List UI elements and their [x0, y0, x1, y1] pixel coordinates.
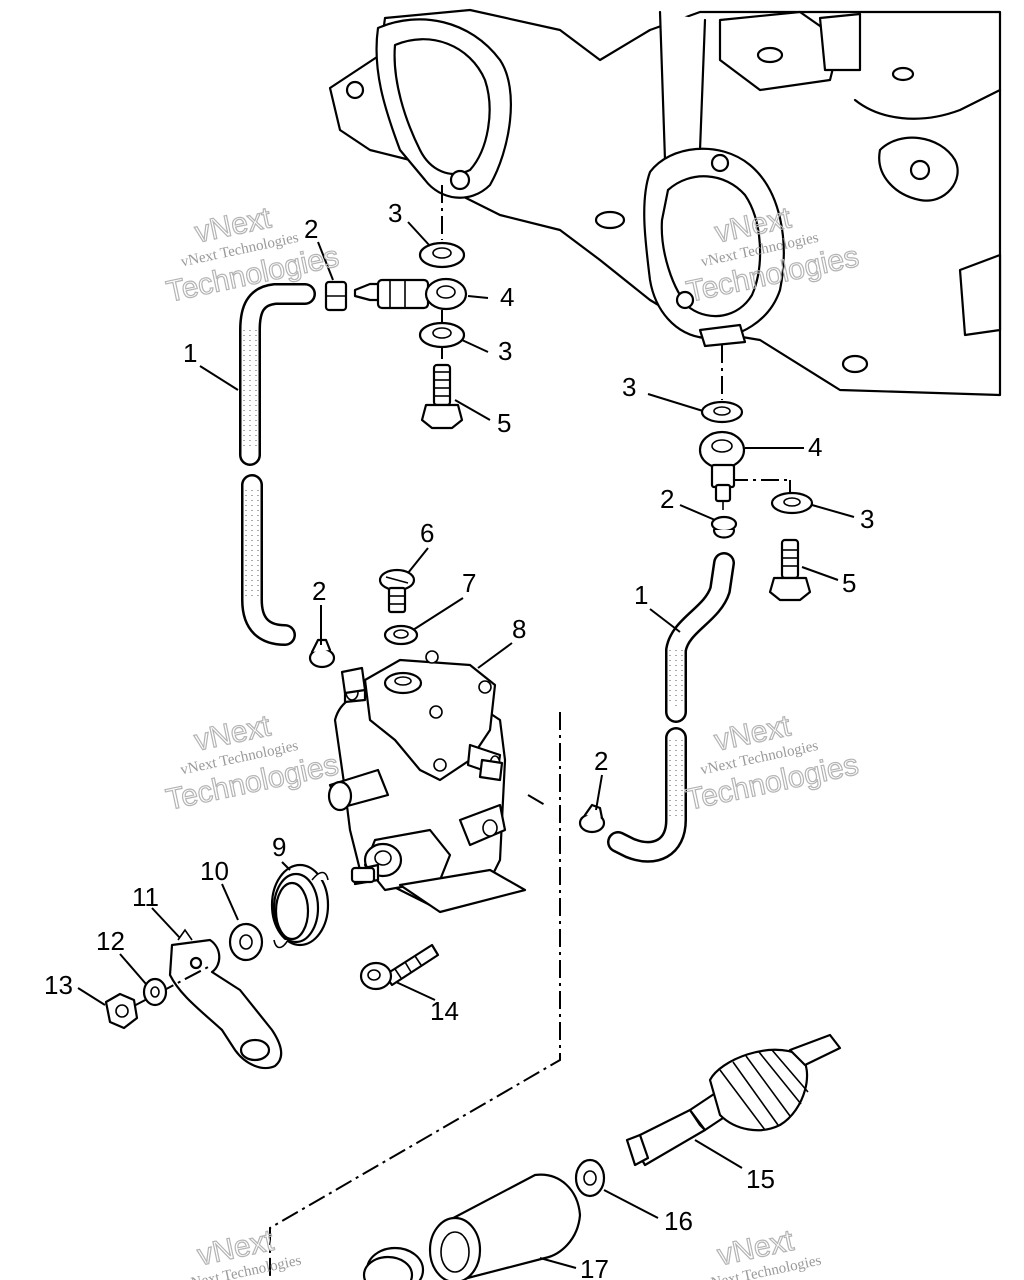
callout-6: 6 [420, 518, 434, 548]
callout-17: 17 [580, 1254, 609, 1280]
return-spring [270, 863, 330, 949]
hose-clamp-pump-right [578, 803, 606, 834]
banjo-fitting-left [353, 277, 468, 311]
callout-4-right: 4 [808, 432, 822, 462]
callout-labels: 1 2 3 4 3 5 3 4 2 3 5 6 7 8 2 1 2 9 10 1… [44, 198, 874, 1280]
callout-14: 14 [430, 996, 459, 1026]
pump-drive-gear-shaft [625, 1033, 842, 1167]
pump-inlet-nipple-left [340, 666, 367, 695]
callout-9: 9 [272, 832, 286, 862]
watermark-bottom-right: vNext vNext Technologies [702, 1223, 823, 1280]
lever-nut [104, 992, 139, 1030]
callout-1-right: 1 [634, 580, 648, 610]
callout-2-right-upper: 2 [660, 484, 674, 514]
oil-hose-left [239, 283, 316, 646]
washer-10 [228, 922, 264, 962]
pump-outlet-nipple-right [478, 758, 504, 782]
banjo-bolt-right [768, 538, 812, 602]
watermark-bottom-left: vNext vNext Technologies [182, 1223, 303, 1280]
lock-washer [142, 977, 168, 1007]
watermark-middle-left: vNext vNext Technologies Technologies [163, 709, 342, 818]
drive-shaft-bushing [428, 1173, 582, 1280]
callout-3-right-lower: 3 [860, 504, 874, 534]
pump-mounting-bolt [359, 943, 440, 991]
callout-4-left: 4 [500, 282, 514, 312]
hose-clamp-left-upper [324, 280, 348, 312]
callout-1-left: 1 [183, 338, 197, 368]
callout-12: 12 [96, 926, 125, 956]
callout-3-left-lower: 3 [498, 336, 512, 366]
callout-2-left-upper: 2 [304, 214, 318, 244]
pump-washer [383, 624, 419, 646]
callout-10: 10 [200, 856, 229, 886]
callout-2-pump-left: 2 [312, 576, 326, 606]
callout-8: 8 [512, 614, 526, 644]
callout-7: 7 [462, 568, 476, 598]
drive-gear-17 [362, 1246, 425, 1280]
callout-3-left-upper: 3 [388, 198, 402, 228]
pump-shaft-stub [350, 866, 376, 884]
callout-15: 15 [746, 1164, 775, 1194]
leader-lines [77, 221, 855, 1269]
hose-clamp-pump-left [308, 638, 336, 669]
washer-right-upper [700, 400, 744, 424]
pump-control-lever [168, 928, 283, 1070]
banjo-fitting-right [698, 430, 746, 510]
callout-13: 13 [44, 970, 73, 1000]
washer-left-lower [418, 321, 466, 349]
callout-11: 11 [132, 882, 159, 912]
pump-screw [378, 568, 416, 614]
callout-3-right-upper: 3 [622, 372, 636, 402]
washer-right-lower [770, 491, 814, 515]
callout-5-right: 5 [842, 568, 856, 598]
drive-shaft-washer [574, 1158, 606, 1198]
callout-2-pump-right: 2 [594, 746, 608, 776]
engine-cylinder-block [328, 8, 1002, 397]
callout-16: 16 [664, 1206, 693, 1236]
oil-hose-right [607, 552, 735, 863]
washer-left-upper [418, 241, 466, 269]
callout-5-left: 5 [497, 408, 511, 438]
banjo-bolt-left [420, 363, 464, 430]
hose-clamp-right-upper [710, 515, 738, 539]
watermark-middle-right: vNext vNext Technologies Technologies [683, 709, 862, 818]
